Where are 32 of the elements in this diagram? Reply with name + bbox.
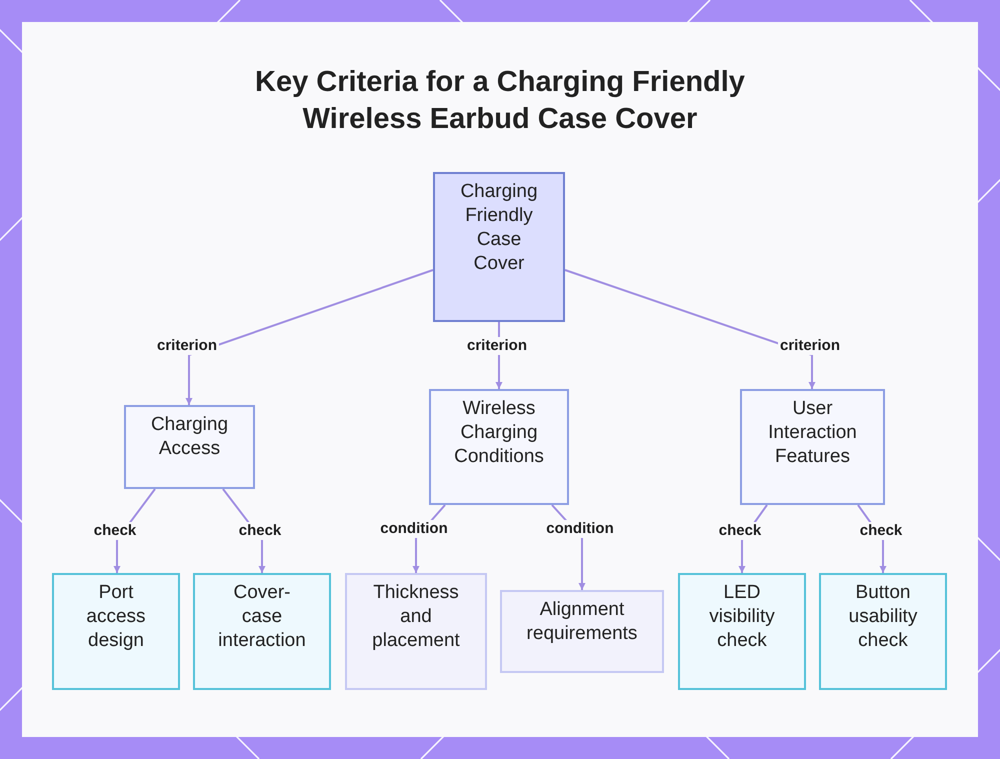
diagram-title: Key Criteria for a Charging Friendly Wireless Earbud Case Cover [254,65,746,137]
edge-label: criterion [465,337,529,355]
condition-item-box [345,573,487,690]
node-label: LED visibility check [708,581,776,653]
node-label: Wireless Charging Conditions [453,397,545,469]
edge-label: check [92,522,138,540]
edge-label: criterion [155,337,219,355]
check-item-box [193,573,331,690]
node-label: Alignment requirements [526,598,638,646]
edge-label: check [236,522,284,540]
check-item-box [819,573,947,690]
node-label: Port access design [85,581,147,653]
node-label: Cover-case interaction [217,581,307,653]
node-label: Charging Access [150,413,230,461]
topic-box [433,172,565,322]
connector-arrow [564,269,816,389]
criterion-box [124,405,255,489]
criterion-box [429,389,569,505]
edge-label: condition [378,520,450,538]
check-item-box [52,573,180,690]
connector-arrow [186,269,434,405]
condition-item-box [500,590,664,673]
node-label: Button usability check [848,581,918,653]
edge-label: condition [544,520,616,538]
criterion-box [740,389,885,505]
edge-label: check [858,522,904,540]
node-label: Charging Friendly Case Cover [459,180,539,276]
edge-label: check [716,522,764,540]
node-label: Thickness and placement [371,581,461,653]
check-item-box [678,573,806,690]
node-label: User Interaction Features [767,397,858,469]
edge-label: criterion [778,337,842,355]
